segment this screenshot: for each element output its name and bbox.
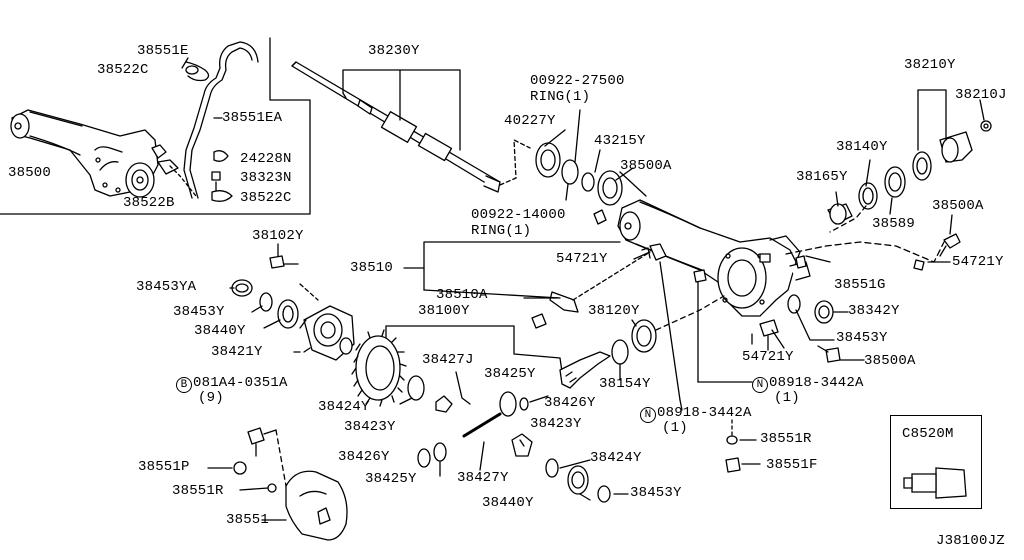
part-label: 38551P <box>138 459 190 475</box>
callout-box-label: C8520M <box>902 426 954 442</box>
part-label: 38510A <box>436 287 488 303</box>
axle-shaft <box>291 61 501 193</box>
inset-breather-hose <box>157 41 259 202</box>
sealant-tube-icon <box>903 467 967 499</box>
part-label: 38551E <box>137 43 189 59</box>
part-label: 38100Y <box>418 303 470 319</box>
part-label: 38427J <box>422 352 474 368</box>
part-label: 38551R <box>172 483 224 499</box>
part-label: 38230Y <box>368 43 420 59</box>
part-label: 38154Y <box>599 376 651 392</box>
part-label: 43215Y <box>594 133 646 149</box>
part-label: 54721Y <box>556 251 608 267</box>
n-marker-icon: N <box>752 377 768 393</box>
part-label: 38421Y <box>211 344 263 360</box>
part-label: 38210Y <box>904 57 956 73</box>
part-label: 38210J <box>955 87 1007 103</box>
part-label: 38425Y <box>484 366 536 382</box>
right-side-parts <box>827 120 992 271</box>
part-label: 24228N <box>240 151 292 167</box>
part-label: 38453YA <box>136 279 197 295</box>
part-label: 00922-27500 <box>530 73 625 89</box>
part-label: 38427Y <box>457 470 509 486</box>
part-label: 38522C <box>240 190 292 206</box>
qty-label: (9) <box>198 390 224 406</box>
ring-qty-label: RING(1) <box>530 89 591 105</box>
part-label: 38453Y <box>630 485 682 501</box>
part-label: 38423Y <box>530 416 582 432</box>
part-label: 38522B <box>123 195 175 211</box>
part-label: 38551F <box>766 457 818 473</box>
inset-axle-housing <box>10 109 167 198</box>
sealant-callout-box <box>890 415 982 509</box>
part-label: 38500 <box>8 165 52 181</box>
part-label: 38424Y <box>318 399 370 415</box>
part-label: 38510 <box>350 260 394 276</box>
qty-label: (1) <box>774 390 800 406</box>
part-label: 38551EA <box>222 110 283 126</box>
part-label: 38551G <box>834 277 886 293</box>
part-label: 38102Y <box>252 228 304 244</box>
part-label: 00922-14000 <box>471 207 566 223</box>
inset-frame <box>0 37 311 215</box>
part-label: 38551R <box>760 431 812 447</box>
part-label: 38342Y <box>848 303 900 319</box>
part-label: 38440Y <box>482 495 534 511</box>
drive-pinion <box>559 351 611 389</box>
part-label: 38426Y <box>544 395 596 411</box>
rear-cover <box>285 470 348 541</box>
part-label: 38323N <box>240 170 292 186</box>
part-label: 38440Y <box>194 323 246 339</box>
part-label: 38426Y <box>338 449 390 465</box>
part-label: 38500A <box>620 158 672 174</box>
ring-qty-label: RING(1) <box>471 223 532 239</box>
part-label: 38551 <box>226 512 270 528</box>
part-label: 38453Y <box>173 304 225 320</box>
part-label: 38522C <box>97 62 149 78</box>
part-label: 38140Y <box>836 139 888 155</box>
n-marker-icon: N <box>640 407 656 423</box>
part-label: 54721Y <box>742 349 794 365</box>
part-label: 38423Y <box>344 419 396 435</box>
part-label: 38500A <box>932 198 984 214</box>
differential-case <box>299 305 355 361</box>
ring-gear <box>351 329 407 407</box>
part-label: 38120Y <box>588 303 640 319</box>
diagram-id: J38100JZ <box>936 533 1005 549</box>
part-label: 38453Y <box>836 330 888 346</box>
part-label: 38165Y <box>796 169 848 185</box>
part-label: 40227Y <box>504 113 556 129</box>
part-label: 38500A <box>864 353 916 369</box>
part-label: 38589 <box>872 216 916 232</box>
main-axle-housing <box>617 199 811 317</box>
b-marker-icon: B <box>176 377 192 393</box>
qty-label: (1) <box>662 420 688 436</box>
part-label: 54721Y <box>952 254 1004 270</box>
part-label: 38424Y <box>590 450 642 466</box>
part-label: 38425Y <box>365 471 417 487</box>
